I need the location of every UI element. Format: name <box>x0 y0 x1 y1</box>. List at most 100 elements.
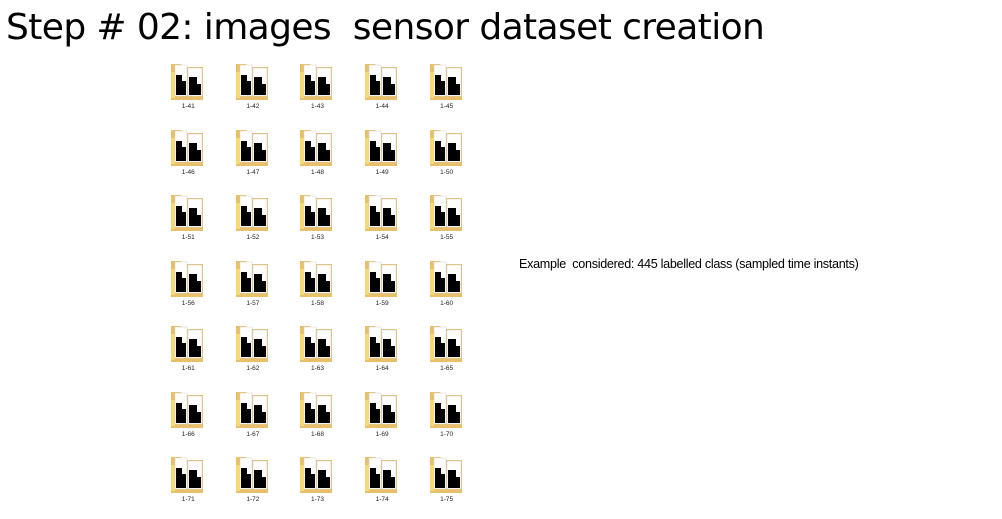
folder-with-image-icon <box>235 391 268 428</box>
folder-item[interactable]: 1-52 <box>221 191 286 257</box>
folder-item[interactable]: 1-55 <box>414 191 479 257</box>
folder-label: 1-49 <box>375 168 389 176</box>
folder-with-image-icon <box>429 457 462 493</box>
folder-with-image-icon <box>171 391 204 428</box>
folder-with-image-icon <box>300 326 333 362</box>
folder-with-image-icon <box>429 326 462 362</box>
folder-with-image-icon <box>365 129 398 166</box>
folder-item[interactable]: 1-61 <box>156 322 221 388</box>
folder-with-image-icon <box>300 195 333 231</box>
folder-label: 1-53 <box>310 234 324 241</box>
folder-label: 1-50 <box>440 168 454 176</box>
folder-item[interactable]: 1-67 <box>221 388 286 454</box>
folder-item[interactable]: 1-66 <box>156 388 221 454</box>
folder-item[interactable]: 1-41 <box>156 60 221 126</box>
folder-item[interactable]: 1-51 <box>156 191 221 257</box>
folder-with-image-icon <box>171 129 204 166</box>
folder-item[interactable]: 1-46 <box>156 126 221 192</box>
folder-with-image-icon <box>300 129 333 166</box>
folder-label: 1-55 <box>440 234 454 241</box>
folder-with-image-icon <box>429 64 462 100</box>
folder-label: 1-51 <box>181 234 195 241</box>
folder-label: 1-42 <box>246 103 260 110</box>
folder-label: 1-46 <box>181 168 195 176</box>
page-title: Step # 02: images sensor dataset creatio… <box>6 7 765 48</box>
folder-item[interactable]: 1-73 <box>285 453 350 519</box>
folder-label: 1-70 <box>440 430 454 438</box>
folder-with-image-icon <box>365 195 398 231</box>
folder-label: 1-41 <box>181 103 195 110</box>
folder-label: 1-60 <box>440 299 454 307</box>
folder-label: 1-59 <box>375 299 389 307</box>
folder-with-image-icon <box>429 129 462 166</box>
folder-label: 1-62 <box>246 365 260 372</box>
folder-item[interactable]: 1-50 <box>414 126 479 192</box>
folder-with-image-icon <box>171 260 204 297</box>
folder-with-image-icon <box>171 326 204 362</box>
folder-item[interactable]: 1-74 <box>350 453 415 519</box>
folder-item[interactable]: 1-64 <box>350 322 415 388</box>
folder-item[interactable]: 1-49 <box>350 126 415 192</box>
folder-label: 1-52 <box>246 234 260 241</box>
folder-with-image-icon <box>300 391 333 428</box>
folder-item[interactable]: 1-54 <box>350 191 415 257</box>
folder-with-image-icon <box>235 195 268 231</box>
folder-with-image-icon <box>429 260 462 297</box>
folder-with-image-icon <box>365 64 398 100</box>
folder-with-image-icon <box>365 260 398 297</box>
folder-item[interactable]: 1-48 <box>285 126 350 192</box>
folder-label: 1-66 <box>181 430 195 438</box>
folder-item[interactable]: 1-65 <box>414 322 479 388</box>
folder-label: 1-63 <box>310 365 324 372</box>
folder-label: 1-48 <box>310 168 324 176</box>
folder-with-image-icon <box>429 195 462 231</box>
folder-label: 1-65 <box>440 365 454 372</box>
folder-label: 1-74 <box>375 496 389 503</box>
folder-item[interactable]: 1-56 <box>156 257 221 323</box>
folder-label: 1-43 <box>310 103 324 110</box>
folder-item[interactable]: 1-63 <box>285 322 350 388</box>
folder-item[interactable]: 1-47 <box>221 126 286 192</box>
folder-item[interactable]: 1-59 <box>350 257 415 323</box>
folder-item[interactable]: 1-68 <box>285 388 350 454</box>
folder-with-image-icon <box>235 457 268 493</box>
folder-item[interactable]: 1-70 <box>414 388 479 454</box>
folder-label: 1-54 <box>375 234 389 241</box>
folder-label: 1-67 <box>246 430 260 438</box>
folder-with-image-icon <box>171 195 204 231</box>
folder-with-image-icon <box>171 64 204 100</box>
folder-item[interactable]: 1-60 <box>414 257 479 323</box>
folder-item[interactable]: 1-62 <box>221 322 286 388</box>
folder-label: 1-73 <box>310 496 324 503</box>
folder-label: 1-61 <box>181 365 195 372</box>
folder-with-image-icon <box>365 326 398 362</box>
folder-item[interactable]: 1-58 <box>285 257 350 323</box>
folder-label: 1-58 <box>310 299 324 307</box>
folder-item[interactable]: 1-75 <box>414 453 479 519</box>
folder-grid: 1-41 1-42 1-43 1-44 1-45 1-46 1-47 1-48 1-49 1-50… <box>156 60 482 519</box>
folder-label: 1-72 <box>246 496 260 503</box>
folder-label: 1-56 <box>181 299 195 307</box>
folder-label: 1-47 <box>246 168 260 176</box>
folder-with-image-icon <box>300 457 333 493</box>
folder-label: 1-69 <box>375 430 389 438</box>
folder-item[interactable]: 1-69 <box>350 388 415 454</box>
folder-item[interactable]: 1-53 <box>285 191 350 257</box>
folder-item[interactable]: 1-57 <box>221 257 286 323</box>
folder-with-image-icon <box>235 129 268 166</box>
folder-item[interactable]: 1-71 <box>156 453 221 519</box>
folder-with-image-icon <box>171 457 204 493</box>
example-caption: Example considered: 445 labelled class (… <box>519 257 859 271</box>
folder-with-image-icon <box>365 391 398 428</box>
folder-item[interactable]: 1-44 <box>350 60 415 126</box>
folder-item[interactable]: 1-43 <box>285 60 350 126</box>
folder-item[interactable]: 1-72 <box>221 453 286 519</box>
folder-with-image-icon <box>300 260 333 297</box>
folder-label: 1-44 <box>375 103 389 110</box>
folder-label: 1-71 <box>181 496 195 503</box>
folder-label: 1-68 <box>310 430 324 438</box>
folder-label: 1-45 <box>440 103 454 110</box>
folder-item[interactable]: 1-42 <box>221 60 286 126</box>
folder-item[interactable]: 1-45 <box>414 60 479 126</box>
folder-label: 1-57 <box>246 299 260 307</box>
